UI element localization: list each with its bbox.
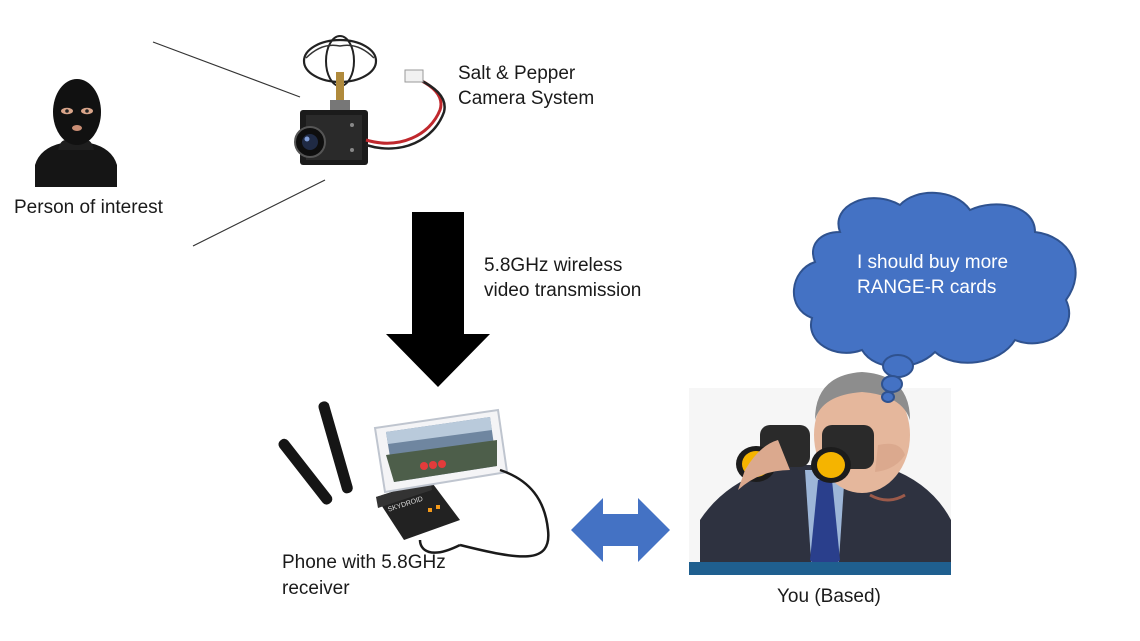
view-line-bottom bbox=[192, 179, 326, 247]
view-line-top bbox=[152, 41, 301, 98]
man-with-binoculars-icon bbox=[689, 372, 951, 575]
thought-cloud bbox=[793, 191, 1077, 403]
balaclava-person-icon bbox=[35, 79, 117, 187]
down-arrow-icon bbox=[386, 212, 490, 387]
observer-label: You (Based) bbox=[777, 586, 881, 607]
receiver-with-phone-icon: SKYDROID bbox=[278, 401, 550, 558]
camera-label-line1: Salt & Pepper bbox=[458, 63, 576, 84]
receiver-label-line1: Phone with 5.8GHz bbox=[282, 552, 446, 573]
person-label: Person of interest bbox=[14, 197, 163, 218]
transmission-label-line2: video transmission bbox=[484, 280, 642, 301]
fpv-camera-icon bbox=[294, 35, 446, 165]
receiver-label-line2: receiver bbox=[282, 578, 350, 599]
camera-label-line2: Camera System bbox=[458, 88, 595, 109]
thought-text-line1: I should buy more bbox=[857, 252, 1009, 273]
double-arrow-icon bbox=[571, 498, 670, 562]
thought-text-line2: RANGE-R cards bbox=[857, 277, 997, 298]
transmission-label-line1: 5.8GHz wireless bbox=[484, 255, 623, 276]
